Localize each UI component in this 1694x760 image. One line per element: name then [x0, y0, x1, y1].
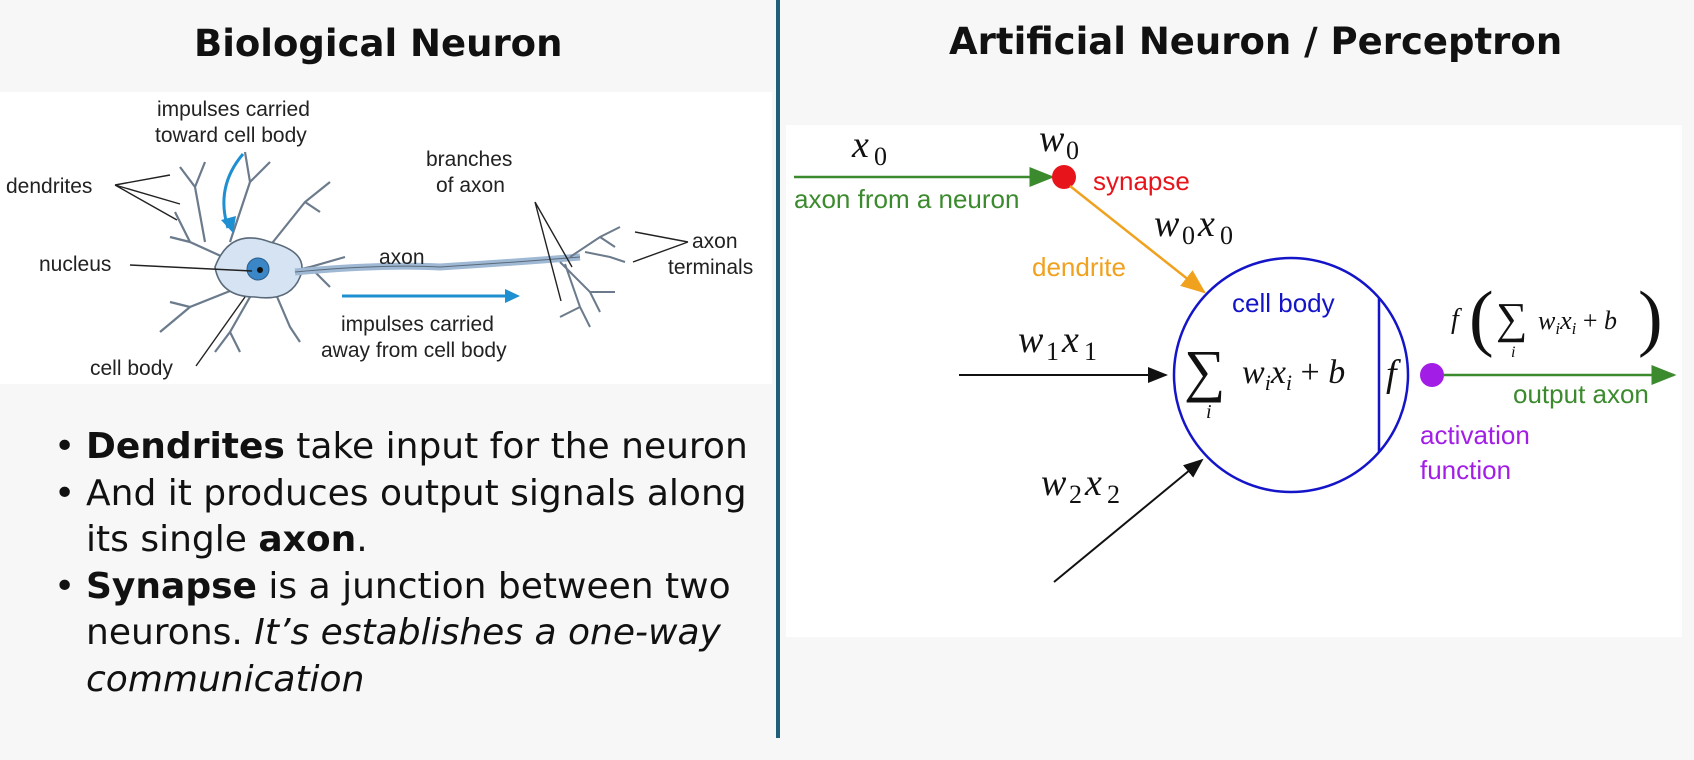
w2x2-w-sub: 2 — [1069, 480, 1082, 509]
w2x2-x-sub: 2 — [1107, 480, 1120, 509]
w1x1-x: x — [1061, 319, 1079, 361]
w0-symbol: w — [1039, 120, 1065, 160]
bullet-2-end: . — [356, 519, 368, 560]
label-impulses-away-2: away from cell body — [321, 339, 507, 362]
bullet-3-text: is a junction between two neurons. — [86, 565, 731, 654]
label-nucleus: nucleus — [39, 253, 111, 276]
synapse-label: synapse — [1093, 166, 1190, 196]
w0x0-x: x — [1197, 203, 1215, 245]
activation-dot — [1420, 363, 1444, 387]
open-paren-icon: ( — [1469, 277, 1494, 359]
bullet-synapse: Synapse is a junction between two neuron… — [54, 564, 776, 704]
label-axon-terminals-2: terminals — [668, 256, 753, 279]
label-impulses-toward-1: impulses carried — [157, 98, 310, 121]
sum-expression: wixi + b — [1242, 354, 1345, 395]
w0x0-w-sub: 0 — [1182, 221, 1195, 250]
activation-label-2: function — [1420, 455, 1511, 485]
bullet-2-bold: axon — [258, 519, 357, 560]
nucleolus-dot — [257, 267, 263, 273]
close-paren-icon: ) — [1638, 277, 1663, 359]
w0x0-w: w — [1154, 203, 1180, 245]
label-axon-terminals-1: axon — [692, 230, 738, 253]
label-cell-body: cell body — [90, 357, 173, 380]
perceptron-diagram: x 0 axon from a neuron w 0 synapse w 0 x… — [786, 120, 1682, 637]
w2x2-x: x — [1084, 462, 1102, 504]
x0-subscript: 0 — [874, 142, 887, 171]
sum-sign-icon: ∑ — [1184, 338, 1225, 403]
bullet-3-bold: Synapse — [86, 565, 257, 607]
bio-diagram-background — [0, 92, 772, 384]
away-arrowhead — [505, 289, 520, 303]
output-f: f — [1451, 304, 1462, 335]
w1x1-x-sub: 1 — [1084, 337, 1097, 366]
bullet-axon: And it produces output signals along its… — [54, 471, 776, 564]
biological-neuron-title: Biological Neuron — [194, 22, 563, 65]
label-dendrites: dendrites — [6, 175, 92, 198]
perceptron-title: Artificial Neuron / Perceptron — [949, 20, 1563, 63]
cell-body-label: cell body — [1232, 288, 1335, 318]
w0-subscript: 0 — [1066, 136, 1079, 165]
w1x1-w-sub: 1 — [1046, 337, 1059, 366]
synapse-dot — [1052, 165, 1076, 189]
toward-arrowhead — [221, 216, 236, 233]
sum-index: i — [1206, 401, 1212, 423]
bullet-2-text: And it produces output signals along its… — [86, 472, 747, 561]
output-formula: f ( ∑ i wixi + b ) — [1451, 277, 1663, 361]
biological-neuron-diagram: impulses carried toward cell body dendri… — [0, 92, 772, 384]
dendrite-line — [1069, 185, 1206, 294]
w0x0-x-sub: 0 — [1220, 221, 1233, 250]
bullet-3-italic: It’s establishes a one-way communication — [86, 612, 721, 700]
w2x2-input-line — [1053, 458, 1204, 583]
bullet-dendrites: Dendrites take input for the neuron — [54, 424, 776, 471]
leader-lines — [114, 174, 689, 367]
cell-body-circle — [1172, 256, 1410, 494]
label-impulses-away-1: impulses carried — [341, 313, 494, 336]
w2x2-w: w — [1041, 462, 1067, 504]
label-impulses-toward-2: toward cell body — [155, 124, 307, 147]
activation-label-1: activation — [1420, 420, 1530, 450]
axon-from-neuron-label: axon from a neuron — [794, 184, 1019, 214]
label-axon: axon — [379, 246, 425, 269]
bullet-1-bold: Dendrites — [86, 426, 285, 467]
output-axon-label: output axon — [1513, 379, 1649, 409]
x0-symbol: x — [851, 124, 869, 166]
panel-divider — [776, 0, 780, 738]
dendrite-label: dendrite — [1032, 252, 1126, 282]
output-sum-sign-icon: ∑ — [1496, 294, 1527, 343]
perceptron-background — [786, 125, 1682, 637]
output-sum-index: i — [1511, 344, 1515, 361]
label-branches-1: branches — [426, 148, 512, 171]
label-branches-2: of axon — [436, 174, 505, 197]
output-sum-expression: wixi + b — [1538, 306, 1617, 338]
w1x1-w: w — [1018, 319, 1044, 361]
neuron-facts-list: Dendrites take input for the neuron And … — [52, 424, 776, 703]
bullet-1-text: take input for the neuron — [284, 426, 748, 467]
